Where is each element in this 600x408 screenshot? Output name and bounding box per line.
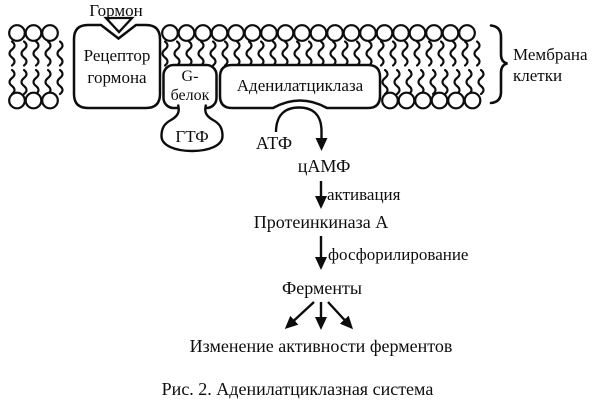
- enzymes-label: Ферменты: [282, 278, 362, 298]
- protein-kinase-label: Протеинкиназа А: [253, 212, 389, 232]
- hormone-arrow-icon: [103, 16, 135, 34]
- result-label: Изменение активности ферментов: [189, 336, 453, 356]
- camp-label: цАМФ: [297, 156, 351, 176]
- adenylate-cyclase-label: Аденилатциклаза: [236, 76, 364, 95]
- receptor-box: [72, 23, 162, 110]
- hormone-label: Гормон: [89, 1, 143, 20]
- g-protein-label: G-белок: [170, 68, 210, 104]
- gtp-blob-outline: [160, 104, 224, 153]
- atp-to-camp-arrow: [274, 106, 328, 151]
- enzymes-effect-arrow-left: [284, 301, 315, 330]
- figure-caption: Рис. 2. Аденилатциклазная система: [161, 379, 434, 399]
- membrane-lipid-bilayer: [8, 24, 485, 110]
- activation-label: активация: [327, 185, 401, 204]
- gtp-label: ГТФ: [175, 127, 209, 146]
- adenylate-cyclase-box: [218, 63, 382, 110]
- phosphorylation-label: фосфорилирование: [328, 245, 469, 264]
- atp-label: АТФ: [255, 133, 293, 153]
- membrane-brace: [489, 24, 508, 105]
- enzymes-effect-arrow-right: [327, 301, 354, 330]
